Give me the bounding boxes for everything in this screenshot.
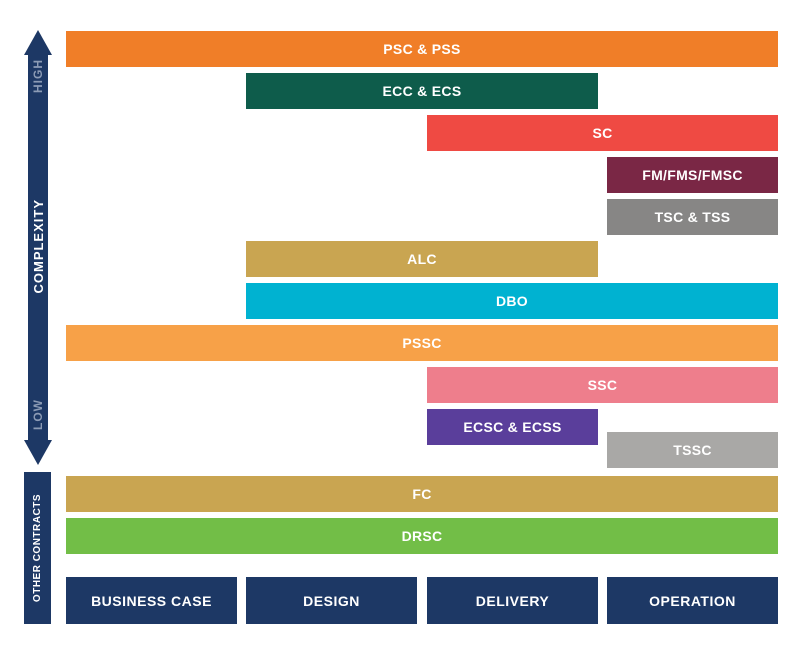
other-contracts-label: OTHER CONTRACTS <box>32 493 43 603</box>
phase-box: DESIGN <box>246 577 417 624</box>
contract-bar: FM/FMS/FMSC <box>607 157 778 193</box>
axis-high-label: HIGH <box>31 59 45 93</box>
contract-bar: FC <box>66 476 778 512</box>
phase-box: OPERATION <box>607 577 778 624</box>
contract-bar: TSSC <box>607 432 778 468</box>
arrow-down-icon <box>24 440 52 465</box>
other-contracts-axis: OTHER CONTRACTS <box>24 472 51 624</box>
contract-bar: DBO <box>246 283 778 319</box>
contract-bar: PSC & PSS <box>66 31 778 67</box>
complexity-axis-body: HIGH COMPLEXITY LOW <box>28 55 48 440</box>
phase-box: BUSINESS CASE <box>66 577 237 624</box>
contract-bar: SC <box>427 115 778 151</box>
arrow-up-icon <box>24 30 52 55</box>
contract-bar: ALC <box>246 241 598 277</box>
contract-bar: SSC <box>427 367 778 403</box>
contract-bar: ECSC & ECSS <box>427 409 598 445</box>
contract-bar: ECC & ECS <box>246 73 598 109</box>
contract-bar: DRSC <box>66 518 778 554</box>
contract-bar: TSC & TSS <box>607 199 778 235</box>
axis-low-label: LOW <box>31 398 45 430</box>
phase-box: DELIVERY <box>427 577 598 624</box>
contract-bar: PSSC <box>66 325 778 361</box>
axis-complexity-label: COMPLEXITY <box>30 198 46 294</box>
complexity-axis: HIGH COMPLEXITY LOW <box>24 30 52 465</box>
